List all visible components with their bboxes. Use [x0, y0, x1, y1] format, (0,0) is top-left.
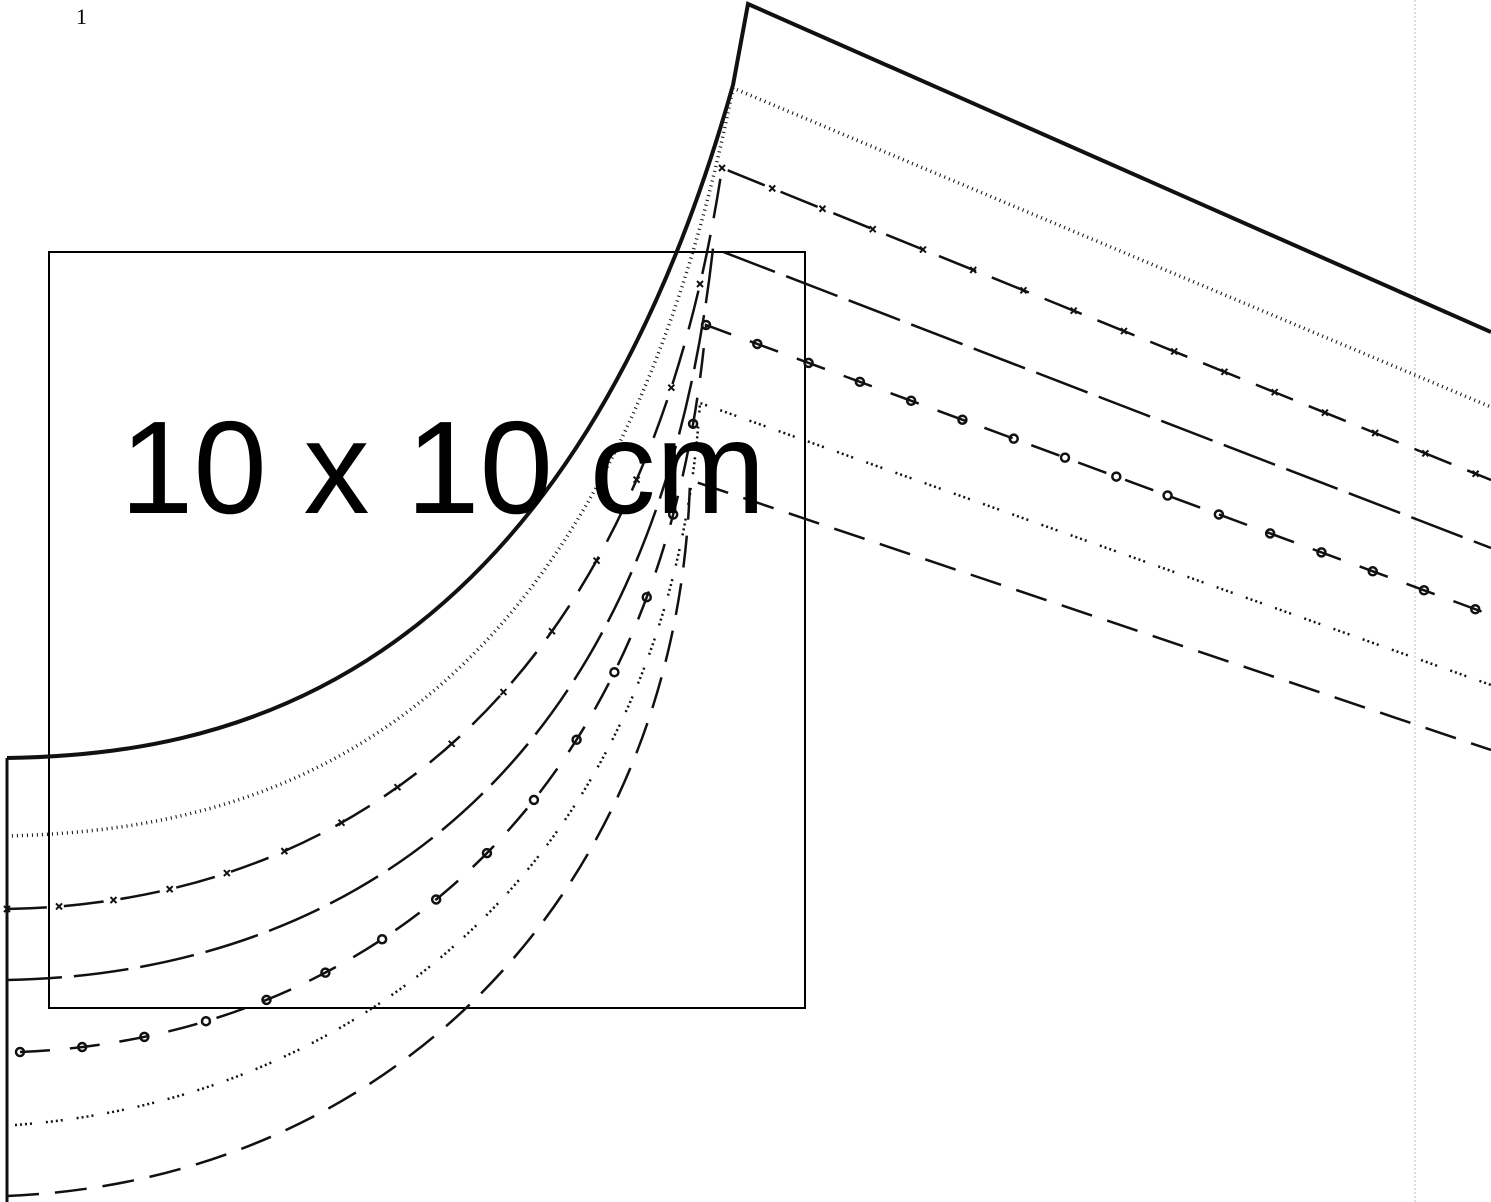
- size-marker-circle: [905, 395, 917, 407]
- size-marker-cross: [818, 205, 827, 213]
- size-marker-circle: [700, 319, 712, 331]
- size-marker-circle: [481, 847, 493, 859]
- size-marker-cross: [1371, 429, 1379, 437]
- size-line-hatched: [14, 401, 1491, 1127]
- size-marker-circle: [320, 967, 331, 978]
- size-marker-cross: [632, 475, 641, 484]
- size-line-dash-cross: [6, 166, 1491, 911]
- scale-label: 10 x 10 cm: [120, 394, 766, 541]
- size-marker-cross: [393, 783, 402, 791]
- size-marker-circle: [1162, 490, 1173, 501]
- size-marker-circle: [430, 894, 442, 905]
- scale-reference-box: [48, 251, 806, 1009]
- size-marker-circle: [1213, 509, 1225, 520]
- size-marker-circle: [76, 1041, 88, 1053]
- size-marker-cross: [667, 383, 676, 392]
- size-marker-circle: [609, 666, 620, 678]
- size-marker-circle: [1059, 452, 1071, 463]
- size-marker-cross: [448, 740, 456, 748]
- size-marker-circle: [667, 509, 679, 520]
- size-marker-circle: [1264, 528, 1276, 539]
- size-marker-cross: [1220, 368, 1229, 376]
- size-marker-cross: [109, 896, 118, 904]
- size-line-dashed: [6, 478, 1491, 1198]
- size-marker-cross: [869, 225, 877, 233]
- size-marker-cross: [768, 184, 776, 193]
- size-lines-group: [6, 1, 1491, 1198]
- size-marker-cross: [1421, 449, 1430, 458]
- size-marker-circle: [376, 933, 388, 945]
- size-marker-cross: [337, 818, 346, 827]
- size-marker-circle: [1418, 585, 1430, 596]
- size-marker-cross: [55, 902, 63, 911]
- size-marker-circle: [803, 357, 814, 369]
- size-marker-circle: [752, 338, 763, 350]
- size-marker-cross: [1321, 408, 1329, 417]
- size-marker-cross: [165, 885, 174, 893]
- size-marker-cross: [718, 164, 726, 172]
- size-marker-cross: [1069, 306, 1078, 315]
- size-marker-circle: [14, 1046, 26, 1058]
- size-marker-circle: [854, 376, 866, 388]
- size-line-long-dash: [6, 246, 1491, 982]
- size-marker-cross: [919, 245, 927, 254]
- size-marker-circle: [571, 734, 582, 745]
- size-line-solid-thick: [6, 1, 1491, 760]
- size-marker-cross: [1270, 388, 1279, 396]
- size-marker-circle: [1316, 547, 1327, 558]
- size-marker-circle: [687, 418, 699, 430]
- page-number: 1: [76, 4, 87, 29]
- size-marker-circle: [1470, 603, 1481, 615]
- size-marker-cross: [696, 280, 704, 288]
- size-marker-circle: [1008, 433, 1019, 444]
- size-marker-circle: [1111, 471, 1122, 482]
- size-marker-circle: [641, 591, 653, 603]
- size-marker-cross: [3, 905, 11, 913]
- size-marker-circle: [1367, 566, 1378, 577]
- size-marker-circle: [200, 1015, 212, 1027]
- size-marker-circle: [528, 794, 540, 806]
- size-markers-group: [3, 164, 1481, 1058]
- size-marker-cross: [969, 266, 977, 274]
- size-marker-cross: [1170, 347, 1178, 356]
- size-marker-cross: [1019, 286, 1028, 295]
- size-marker-cross: [223, 869, 231, 877]
- size-marker-cross: [1120, 327, 1128, 335]
- size-marker-cross: [280, 847, 289, 855]
- size-marker-cross: [499, 688, 508, 696]
- size-marker-circle: [261, 994, 272, 1006]
- size-marker-circle: [957, 414, 968, 425]
- size-marker-cross: [1471, 470, 1480, 478]
- size-marker-circle: [139, 1031, 150, 1043]
- size-marker-cross: [592, 556, 601, 565]
- size-line-dash-circle: [19, 323, 1491, 1054]
- size-marker-cross: [548, 627, 556, 635]
